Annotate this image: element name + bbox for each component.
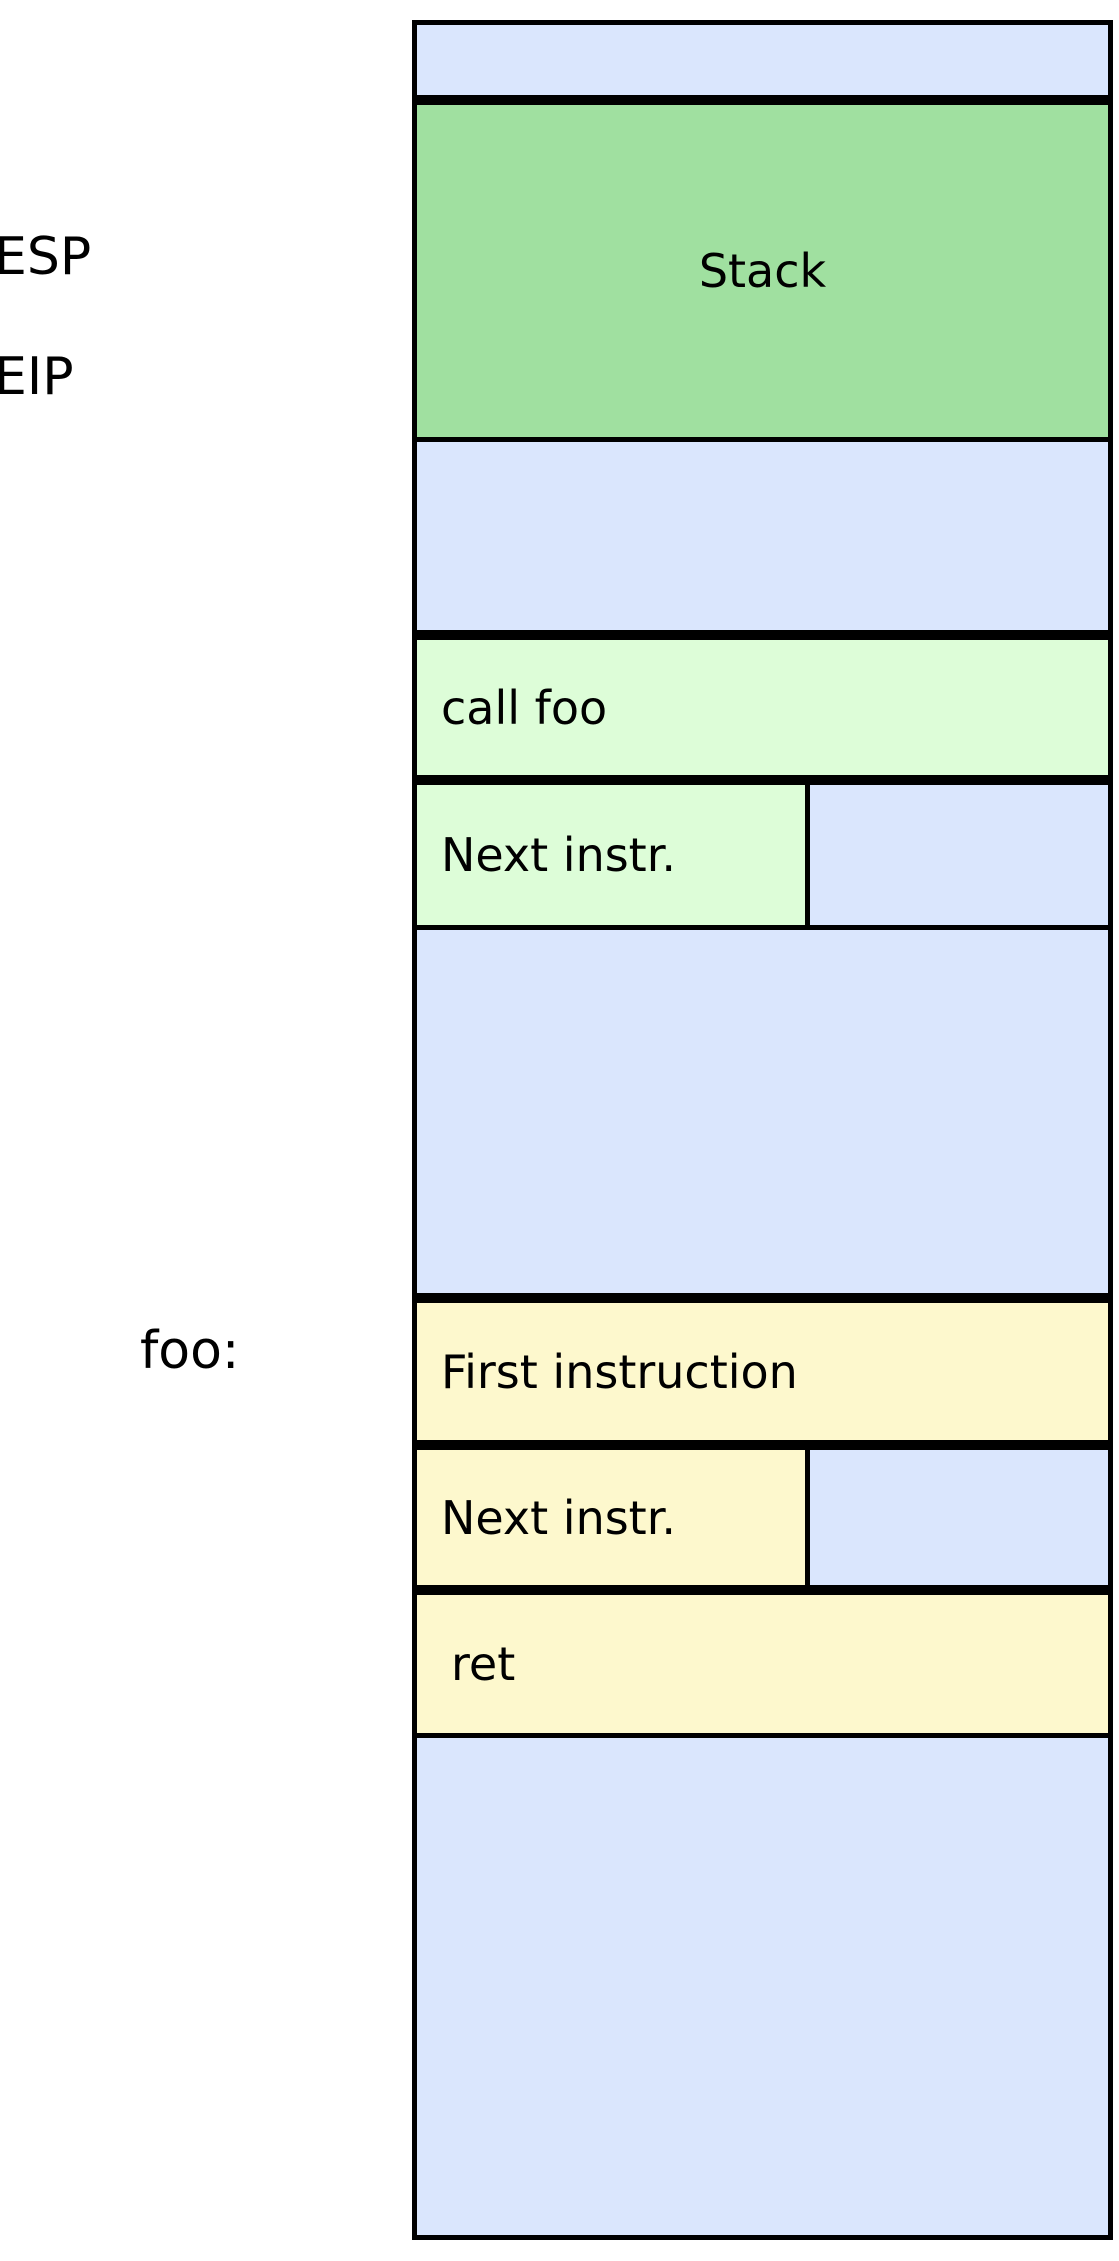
memory-row-label-call-foo: call foo (441, 680, 608, 735)
function-label-foo: foo: (140, 1321, 240, 1381)
memory-row-ret: ret (417, 1590, 1108, 1738)
memory-row-label-caller-next-instr: Next instr. (441, 828, 677, 882)
memory-column: Stack call foo Next instr. First instruc… (412, 20, 1113, 2240)
memory-row-label-stack: Stack (698, 244, 827, 298)
register-label-eip: EIP (0, 347, 74, 407)
memory-cell-foo-next-instr: Next instr. (417, 1450, 810, 1585)
memory-row-top-filler (417, 25, 1108, 100)
memory-row-first-instruction: First instruction (417, 1298, 1108, 1445)
memory-row-label-first-instruction: First instruction (441, 1344, 798, 1399)
memory-row-gap-before-foo (417, 930, 1108, 1298)
memory-row-stack: Stack (417, 100, 1108, 442)
register-label-esp: ESP (0, 227, 92, 287)
memory-cell-caller-next-instr: Next instr. (417, 785, 810, 925)
memory-row-caller-next-instr: Next instr. (417, 780, 1108, 930)
memory-row-gap-below-stack (417, 442, 1108, 635)
memory-row-label-foo-next-instr: Next instr. (441, 1490, 677, 1545)
memory-row-bottom-filler (417, 1738, 1108, 2235)
memory-row-label-ret: ret (451, 1637, 516, 1691)
memory-row-call-foo: call foo (417, 635, 1108, 780)
memory-row-foo-next-instr: Next instr. (417, 1445, 1108, 1590)
